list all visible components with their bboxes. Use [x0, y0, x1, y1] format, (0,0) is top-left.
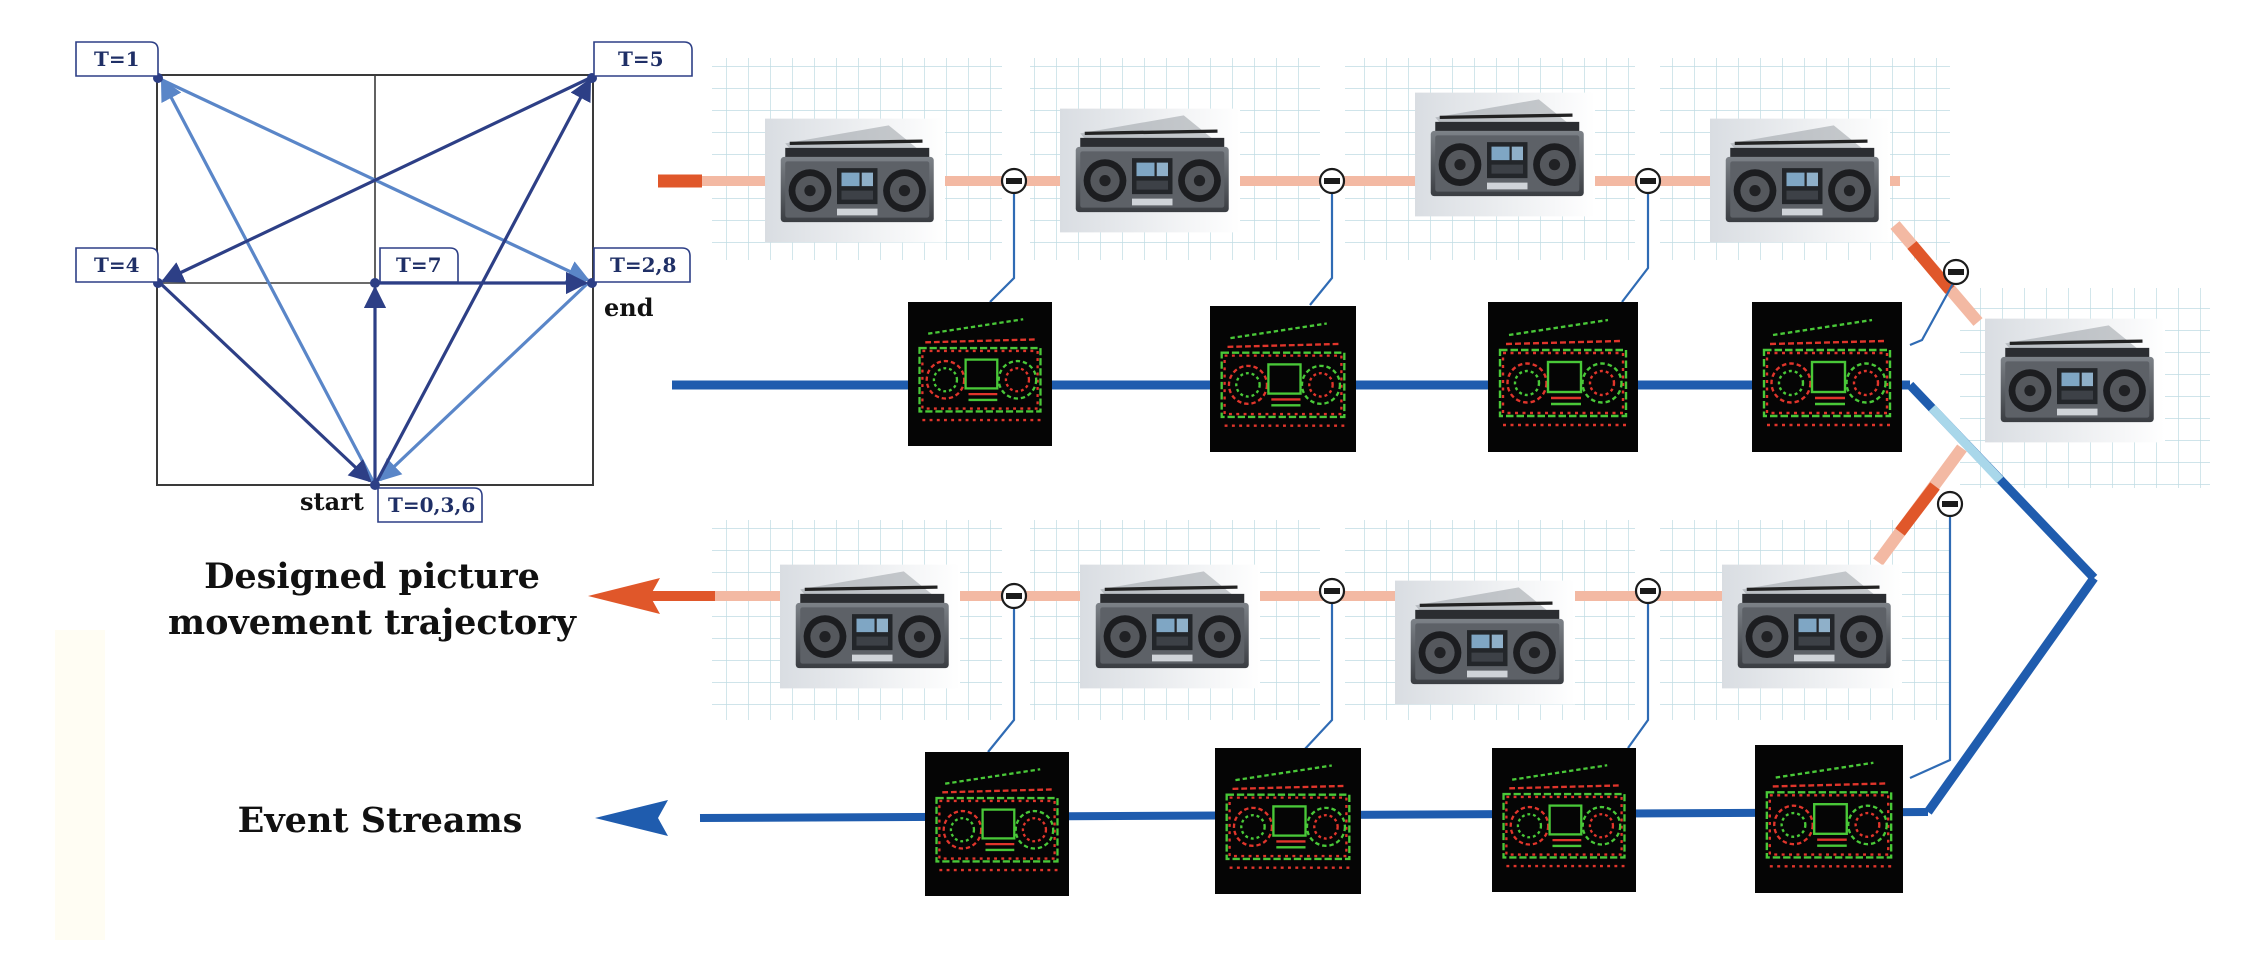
- designed-trajectory-label-line2: movement trajectory: [168, 602, 578, 643]
- minus-circle-icon: [1318, 577, 1346, 605]
- label-t5: T=5: [593, 41, 693, 77]
- event-frames-bottom: [925, 745, 1903, 896]
- subtract-nodes: [1000, 167, 1970, 610]
- point-t7: [370, 278, 380, 288]
- boombox-photo-icon: [1985, 318, 2165, 443]
- svg-text:T=5: T=5: [618, 47, 664, 71]
- end-label: end: [604, 293, 654, 322]
- svg-text:T=0,3,6: T=0,3,6: [388, 493, 475, 517]
- label-t036: T=0,3,6: [377, 487, 483, 523]
- minus-circle-icon: [1936, 490, 1964, 518]
- svg-text:T=7: T=7: [396, 253, 442, 277]
- label-t4: T=4: [75, 247, 159, 283]
- event-frames-top: [908, 302, 1902, 452]
- minus-circle-icon: [1942, 258, 1970, 286]
- start-label: start: [300, 487, 364, 516]
- svg-text:T=2,8: T=2,8: [610, 253, 676, 277]
- boombox-photo-icon: [1415, 92, 1595, 217]
- boombox-photo-icon: [1080, 564, 1260, 689]
- event-frame-icon: [1210, 306, 1356, 452]
- event-frame-icon: [925, 752, 1069, 896]
- svg-text:T=4: T=4: [94, 253, 140, 277]
- trajectory-panel: T=1 T=5 T=4 T=7 T=2,8 T=0,3,6 start end: [75, 41, 693, 523]
- event-frame-icon: [1492, 748, 1636, 892]
- event-frame-icon: [1215, 748, 1361, 894]
- minus-circle-icon: [1634, 577, 1662, 605]
- boombox-photo-icon: [1722, 564, 1902, 689]
- boombox-photo-icon: [1395, 580, 1575, 705]
- boombox-photo-icon: [765, 118, 945, 243]
- event-output-arrow: [595, 800, 668, 836]
- boombox-photo-icon: [1060, 108, 1240, 233]
- label-t1: T=1: [75, 41, 159, 77]
- connector-lines: [987, 186, 1957, 780]
- event-frame-icon: [1488, 302, 1638, 452]
- minus-circle-icon: [1000, 582, 1028, 610]
- minus-circle-icon: [1000, 167, 1028, 195]
- event-streams-label: Event Streams: [238, 800, 523, 841]
- event-frame-icon: [1755, 745, 1903, 893]
- label-t7: T=7: [379, 247, 459, 283]
- minus-circle-icon: [1634, 167, 1662, 195]
- background-patch: [55, 630, 105, 940]
- trajectory-arrows: [158, 76, 592, 486]
- event-frame-icon: [1752, 302, 1902, 452]
- boombox-photo-icon: [1710, 118, 1890, 243]
- minus-circle-icon: [1318, 167, 1346, 195]
- boombox-photo-icon: [780, 564, 960, 689]
- designed-trajectory-label-line1: Designed picture: [204, 556, 540, 597]
- designed-output-arrow: [588, 578, 715, 614]
- svg-text:T=1: T=1: [94, 47, 140, 71]
- label-t28: T=2,8: [593, 247, 691, 283]
- event-frame-icon: [908, 302, 1052, 446]
